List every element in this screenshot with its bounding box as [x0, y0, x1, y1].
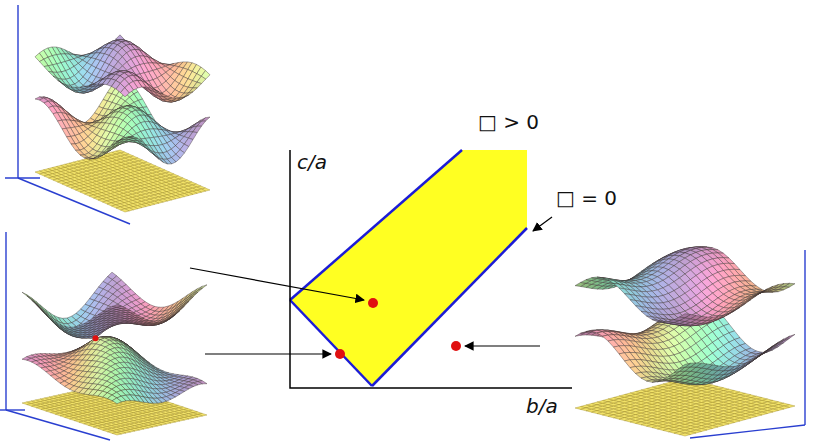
mesh-cell: [98, 152, 107, 157]
mesh-cell: [116, 139, 125, 143]
mesh-cell: [197, 121, 206, 126]
surface-mesh: [35, 77, 210, 164]
mesh-cell: [93, 155, 102, 158]
mesh-cell: [142, 144, 151, 150]
mesh-cell: [193, 126, 202, 132]
mesh-cell: [103, 147, 112, 153]
mesh-cell: [40, 59, 49, 66]
mesh-cell: [58, 120, 67, 129]
plot-axis: [18, 178, 130, 224]
surface-mesh: [22, 337, 207, 404]
mesh-cell: [189, 88, 198, 93]
plot-axis: [0, 409, 25, 410]
mesh-cell: [120, 137, 129, 140]
mesh-cell: [49, 71, 58, 78]
plot-axis: [17, 5, 18, 178]
mesh-cell: [163, 96, 172, 99]
mesh-cell: [133, 138, 142, 141]
mesh-cell: [71, 144, 80, 150]
plane-mesh: [35, 150, 210, 212]
mesh-cell: [57, 78, 66, 85]
plot-axis: [5, 177, 40, 178]
mesh-cell: [53, 113, 62, 121]
mesh-cell: [121, 209, 130, 212]
mesh-cell: [49, 106, 58, 114]
plot-axis: [6, 410, 110, 440]
mesh-cell: [67, 136, 76, 144]
mesh-cell: [112, 432, 121, 435]
mesh-cell: [121, 88, 130, 97]
mesh-cell: [146, 148, 155, 155]
mesh-cell: [44, 66, 53, 72]
mesh-cell: [159, 158, 168, 164]
mesh-cell: [76, 150, 85, 155]
mesh-cell: [107, 143, 116, 149]
mesh-cell: [193, 82, 202, 88]
plot-axis: [5, 232, 6, 410]
surface-plot: [0, 232, 207, 440]
surface-plot: [5, 5, 210, 224]
mesh-cell: [80, 86, 89, 88]
surface-plots: [0, 5, 805, 440]
mesh-cell: [62, 128, 71, 136]
surface-mesh: [35, 35, 210, 102]
mesh-cell: [80, 155, 89, 158]
mesh-cell: [121, 137, 130, 140]
plane-mesh: [22, 383, 207, 435]
